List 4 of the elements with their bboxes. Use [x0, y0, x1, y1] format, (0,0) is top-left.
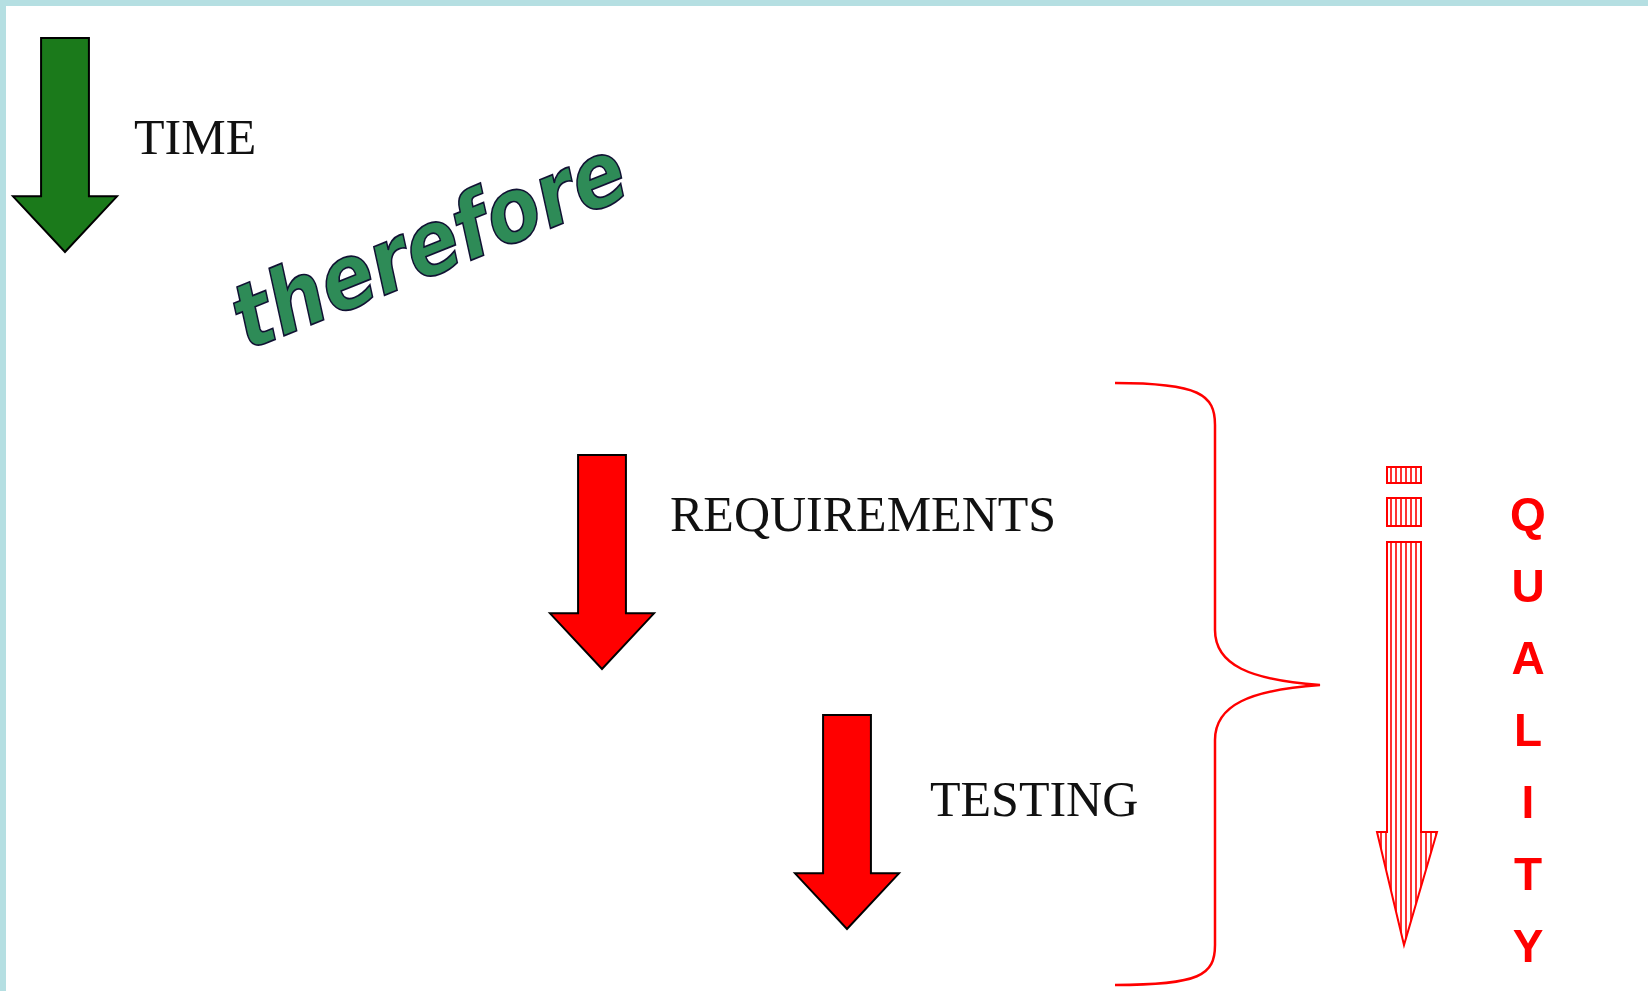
phase-label: REQUIREMENTS: [670, 485, 1057, 543]
axis-label: TIME: [134, 108, 257, 165]
phase-label: TESTING: [930, 770, 1139, 828]
vertical-label: QUALITY: [1509, 487, 1547, 974]
